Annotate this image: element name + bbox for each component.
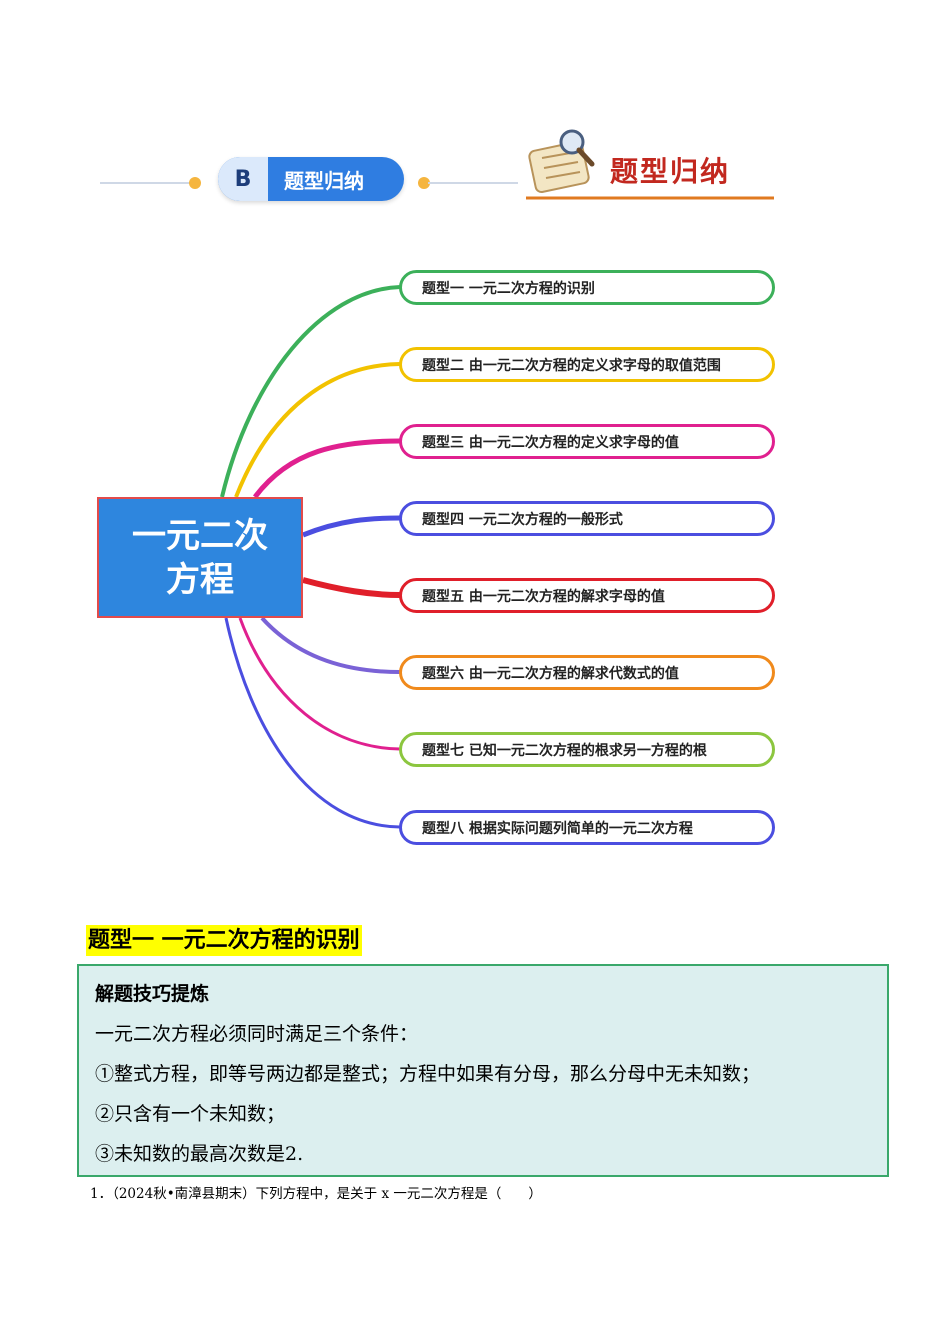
branch-label: 题型七 已知一元二次方程的根求另一方程的根 [422, 742, 707, 759]
banner-graphic [526, 129, 774, 200]
mindmap-center-node: 一元二次方程 [97, 497, 303, 618]
mindmap-branch-7: 题型七 已知一元二次方程的根求另一方程的根 [399, 732, 775, 767]
tips-line: 一元二次方程必须同时满足三个条件： [95, 1023, 419, 1045]
mindmap-branch-5: 题型五 由一元二次方程的解求字母的值 [399, 578, 775, 613]
banner-title: 题型归纳 [610, 155, 731, 188]
mindmap-branch-3: 题型三 由一元二次方程的定义求字母的值 [399, 424, 775, 459]
section-title: 题型归纳 [284, 168, 364, 193]
branch-label: 题型二 由一元二次方程的定义求字母的取值范围 [422, 357, 721, 374]
mindmap-branch-6: 题型六 由一元二次方程的解求代数式的值 [399, 655, 775, 690]
header-line-right [428, 182, 518, 184]
branch-label: 题型三 由一元二次方程的定义求字母的值 [422, 434, 679, 451]
topic-heading: 题型一 一元二次方程的识别 [86, 925, 362, 956]
connector-5 [302, 577, 401, 598]
connector-4 [302, 515, 401, 538]
tips-line: ②只含有一个未知数； [95, 1103, 286, 1125]
mindmap-center-label: 一元二次方程 [132, 515, 268, 600]
notebook-magnifier-icon [528, 129, 595, 194]
tips-line: ①整式方程，即等号两边都是整式；方程中如果有分母，那么分母中无未知数； [95, 1063, 761, 1085]
question-1: 1．（2024秋•南漳县期末）下列方程中，是关于 x 一元二次方程是（ ） [90, 1186, 542, 1202]
tips-box: 解题技巧提炼 一元二次方程必须同时满足三个条件： ①整式方程，即等号两边都是整式… [77, 964, 889, 1177]
connector-6 [260, 616, 401, 674]
connector-3 [252, 438, 401, 499]
branch-label: 题型八 根据实际问题列简单的一元二次方程 [422, 820, 693, 837]
header-dot-right [418, 177, 430, 189]
connector-2 [234, 362, 401, 498]
section-pill: B 题型归纳 [218, 157, 404, 201]
branch-label: 题型五 由一元二次方程的解求字母的值 [422, 588, 665, 605]
mindmap-connectors [220, 285, 401, 829]
connector-8 [224, 617, 401, 829]
connector-1 [220, 285, 401, 498]
mindmap-branch-8: 题型八 根据实际问题列简单的一元二次方程 [399, 810, 775, 845]
tips-line: ③未知数的最高次数是2. [95, 1143, 304, 1165]
tips-title: 解题技巧提炼 [95, 983, 210, 1005]
branch-label: 题型六 由一元二次方程的解求代数式的值 [422, 665, 679, 682]
mindmap-branch-1: 题型一 一元二次方程的识别 [399, 270, 775, 305]
connector-7 [238, 617, 401, 751]
section-letter: B [218, 157, 268, 201]
mindmap-branch-2: 题型二 由一元二次方程的定义求字母的取值范围 [399, 347, 775, 382]
branch-label: 题型四 一元二次方程的一般形式 [422, 511, 623, 528]
header-line-left [100, 182, 200, 184]
branch-label: 题型一 一元二次方程的识别 [422, 280, 595, 297]
header-dot-left [189, 177, 201, 189]
mindmap-branch-4: 题型四 一元二次方程的一般形式 [399, 501, 775, 536]
